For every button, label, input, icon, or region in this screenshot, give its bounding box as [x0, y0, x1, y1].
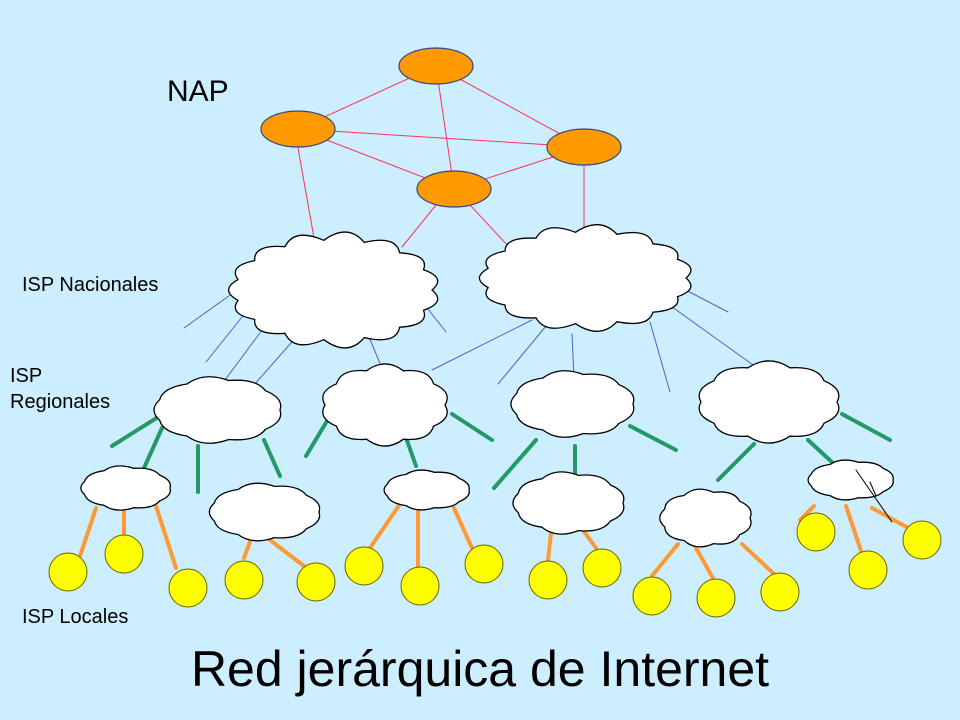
isp-locales-label: ISP Locales [22, 606, 129, 628]
regional-link [628, 424, 678, 452]
regional-cloud [510, 370, 635, 438]
host-node [104, 534, 144, 574]
regional-links [110, 410, 892, 494]
national-link [571, 333, 575, 379]
regional-link [716, 442, 756, 482]
local-links [76, 502, 914, 582]
nap-node [260, 110, 336, 148]
local-link [650, 542, 680, 578]
local-link [870, 506, 914, 532]
national-cloud [478, 224, 692, 332]
regional-link [806, 438, 836, 466]
nap-uplink [469, 204, 511, 249]
regional-link [262, 438, 282, 478]
national-link [649, 321, 671, 393]
host-node [632, 576, 672, 616]
overlay-link [855, 469, 893, 523]
nap-link [435, 65, 455, 190]
host-node [696, 578, 736, 618]
national-cloud [227, 231, 439, 349]
nap-uplink [297, 147, 315, 239]
overlay-links [855, 469, 893, 523]
nap-label: NAP [167, 75, 229, 108]
regional-link [450, 412, 494, 442]
slide-title: Red jerárquica de Internet [190, 641, 770, 697]
host-node [902, 520, 942, 560]
local-cloud [80, 465, 172, 511]
host-node [796, 512, 836, 552]
local-link [154, 504, 178, 570]
host-node [528, 560, 568, 600]
host-node [464, 544, 504, 584]
isp-regionales-label: ISP Regionales [10, 365, 111, 413]
nap-node [416, 170, 492, 208]
national-link [667, 303, 761, 371]
nap-nodes [260, 47, 622, 208]
local-link [740, 542, 776, 576]
local-link [268, 538, 306, 568]
isp-nacionales-label: ISP Nacionales [22, 274, 159, 296]
regional-cloud [698, 360, 840, 444]
nap-node [398, 47, 474, 85]
host-node [848, 550, 888, 590]
host-node [168, 568, 208, 608]
local-link [368, 502, 402, 550]
local-cloud [659, 488, 752, 548]
regional-cloud [322, 363, 448, 447]
host-node [224, 560, 264, 600]
host-node [400, 566, 440, 606]
regional-cloud [153, 376, 282, 444]
local-link [844, 504, 864, 556]
national-link [497, 325, 547, 385]
isp-clouds [80, 224, 894, 548]
host-node [296, 562, 336, 602]
local-link [798, 504, 816, 522]
local-link [694, 546, 716, 582]
nap-node [546, 128, 622, 166]
regional-link [492, 438, 538, 490]
host-node [344, 546, 384, 586]
national-link [431, 319, 533, 371]
local-cloud [383, 469, 470, 511]
host-node [582, 548, 622, 588]
regional-link [840, 412, 892, 442]
nap-link [297, 128, 585, 148]
local-link [76, 506, 98, 564]
local-cloud [512, 471, 625, 535]
local-cloud [807, 459, 894, 501]
local-link [452, 506, 474, 550]
regional-link [304, 414, 332, 458]
overlay-link [869, 481, 877, 497]
host-node [760, 572, 800, 612]
host-node [48, 552, 88, 592]
nap-uplink [401, 204, 437, 248]
local-hosts [48, 512, 942, 618]
local-cloud [208, 482, 321, 542]
regional-link [142, 426, 164, 470]
